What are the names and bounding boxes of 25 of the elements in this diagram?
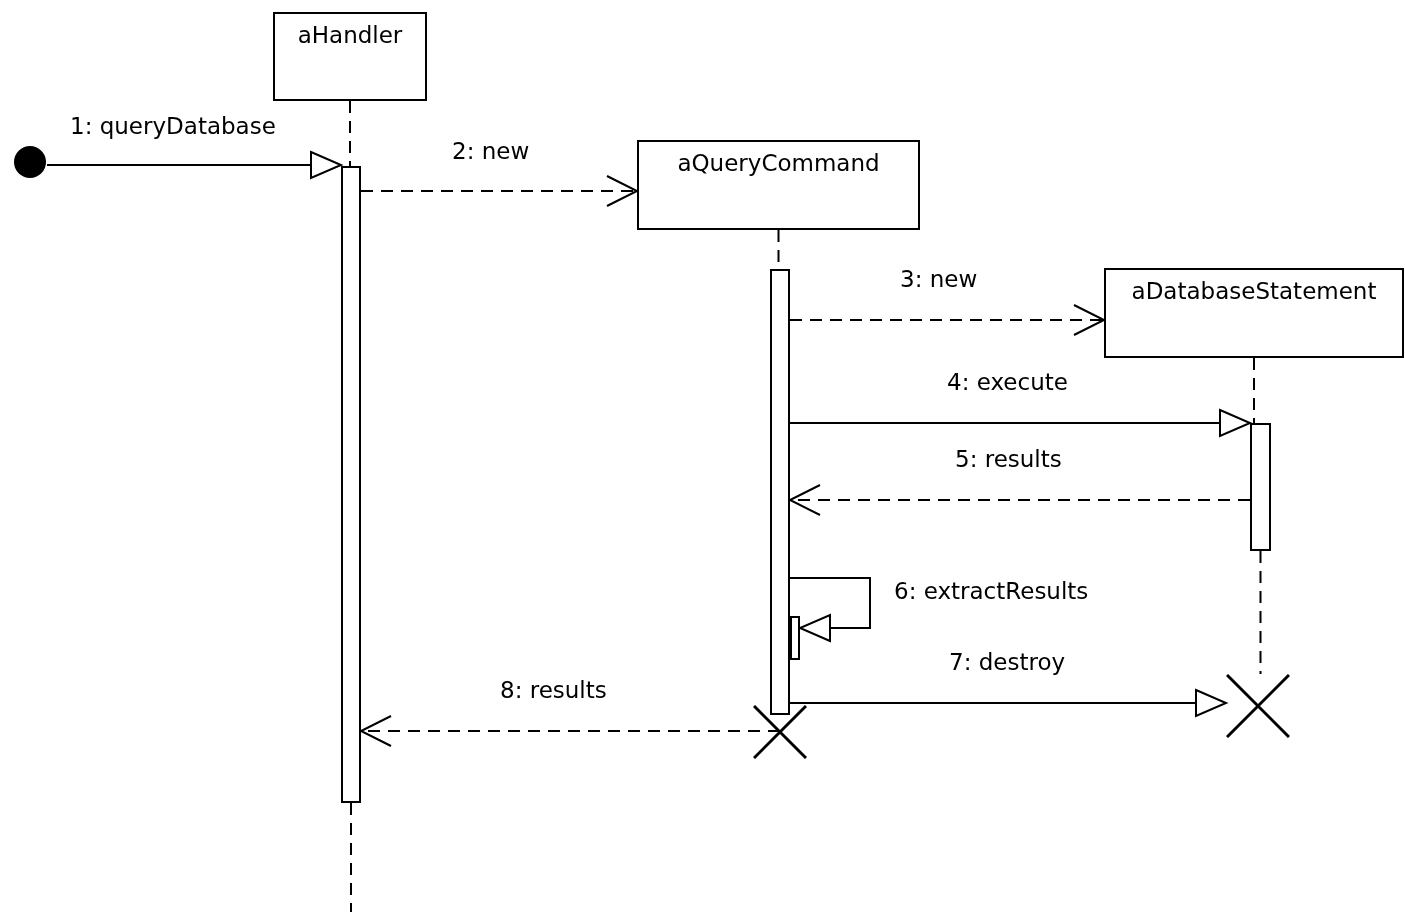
return-message-arrow: [360, 175, 638, 207]
object-name: aDatabaseStatement: [1130, 278, 1378, 304]
message-arrow: [789, 689, 1227, 717]
lifeline: [350, 802, 352, 912]
activation-bar: [341, 166, 361, 803]
destruction-mark: [753, 705, 807, 759]
message-arrow: [46, 151, 342, 179]
activation-bar: [1250, 423, 1271, 551]
lifeline: [1253, 357, 1255, 424]
object-box: [637, 140, 920, 230]
message-arrow: [789, 577, 871, 642]
return-message-arrow: [789, 484, 1251, 516]
destruction-mark: [1226, 674, 1290, 738]
message-label: 7: destroy: [947, 650, 1068, 676]
object-box: [1104, 268, 1404, 358]
initial-node: [13, 145, 47, 179]
object-box: [273, 12, 427, 101]
activation-bar: [790, 616, 800, 660]
lifeline: [1259, 550, 1262, 675]
message-arrow: [789, 409, 1251, 437]
lifeline: [349, 100, 351, 167]
activation-bar: [770, 269, 790, 715]
return-message-arrow: [789, 304, 1105, 336]
object-name: aQueryCommand: [676, 150, 881, 176]
object-name: aHandler: [296, 22, 404, 48]
